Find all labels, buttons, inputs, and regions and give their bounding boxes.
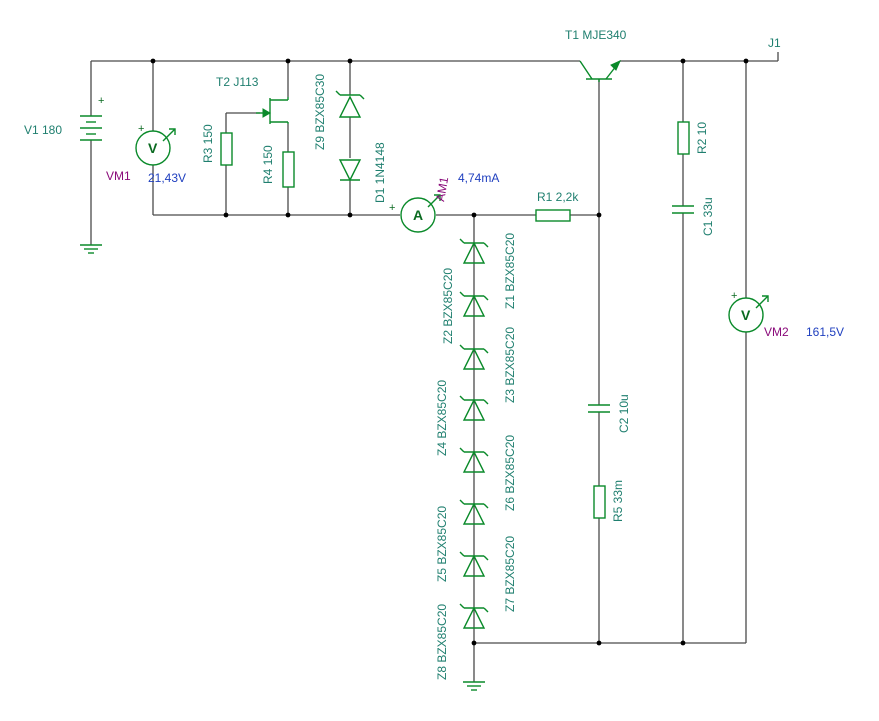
wires: [90, 52, 779, 682]
zener-z7-label: Z7 BZX85C20: [503, 536, 517, 612]
zener-z6: [459, 447, 489, 473]
voltmeter-vm2-name: VM2: [764, 325, 789, 339]
voltmeter-vm1: [135, 128, 176, 166]
voltmeter-vm1-name: VM1: [106, 169, 131, 183]
ammeter-am1: [400, 194, 441, 233]
voltmeter-vm1-letter: V: [148, 140, 158, 156]
capacitor-c2-label: C2 10u: [617, 394, 631, 433]
ammeter-am1-plus: +: [389, 202, 395, 214]
resistor-r2: [677, 121, 690, 155]
zener-z3-label: Z3 BZX85C20: [503, 327, 517, 403]
transistor-t1-label: T1 MJE340: [565, 28, 627, 42]
voltmeter-vm1-plus: +: [138, 123, 144, 135]
zener-z6-label: Z6 BZX85C20: [503, 435, 517, 511]
zener-z3: [459, 344, 489, 370]
zener-z9: [335, 90, 365, 118]
zener-z1-label: Z1 BZX85C20: [503, 233, 517, 309]
zener-z8: [459, 603, 489, 629]
zener-z2: [459, 291, 489, 317]
resistor-r1: [535, 209, 571, 222]
ammeter-am1-letter: A: [413, 207, 423, 223]
resistor-r4-label: R4 150: [261, 145, 275, 184]
resistor-r5-label: R5 33m: [611, 480, 625, 522]
zener-z9-label: Z9 BZX85C30: [313, 74, 327, 150]
transistor-t1: [579, 60, 621, 82]
voltmeter-vm1-value: 21,43V: [148, 171, 186, 185]
battery-v1-label: V1 180: [24, 123, 62, 137]
ammeter-am1-name: AM1: [433, 175, 451, 202]
connector-j1-label: J1: [768, 36, 781, 50]
zener-z7: [459, 551, 489, 577]
capacitor-c1: [672, 205, 694, 214]
ground-symbol-v1: [80, 244, 102, 254]
capacitor-c1-label: C1 33u: [701, 197, 715, 236]
jfet-t2-label: T2 J113: [216, 75, 259, 89]
ammeter-am1-value: 4,74mA: [458, 171, 499, 185]
resistor-r3: [220, 132, 233, 166]
voltmeter-vm2-value: 161,5V: [806, 325, 844, 339]
zener-z4-label: Z4 BZX85C20: [435, 380, 449, 456]
zener-z5: [459, 499, 489, 525]
capacitor-c2: [588, 404, 610, 413]
zener-z2-label: Z2 BZX85C20: [441, 268, 455, 344]
diode-d1-label: D1 1N4148: [373, 142, 387, 203]
battery-plus-sign: +: [98, 95, 104, 107]
zener-z8-label: Z8 BZX85C20: [435, 604, 449, 680]
ground-symbol-bottom: [463, 681, 485, 691]
resistor-r1-label: R1 2,2k: [537, 190, 579, 204]
zener-z4: [459, 395, 489, 421]
resistor-r2-label: R2 10: [695, 122, 709, 154]
voltmeter-vm2: [728, 295, 769, 333]
battery-v1: [80, 115, 102, 141]
diode-d1: [338, 159, 362, 182]
resistor-r4: [282, 151, 295, 188]
voltmeter-vm2-letter: V: [741, 307, 751, 323]
voltmeter-vm2-plus: +: [731, 290, 737, 302]
jfet-t2: [256, 97, 289, 124]
zener-z5-label: Z5 BZX85C20: [435, 506, 449, 582]
junctions: [150, 58, 749, 646]
resistor-r3-label: R3 150: [201, 124, 215, 163]
zener-z1: [459, 238, 489, 264]
resistor-r5: [593, 485, 606, 519]
